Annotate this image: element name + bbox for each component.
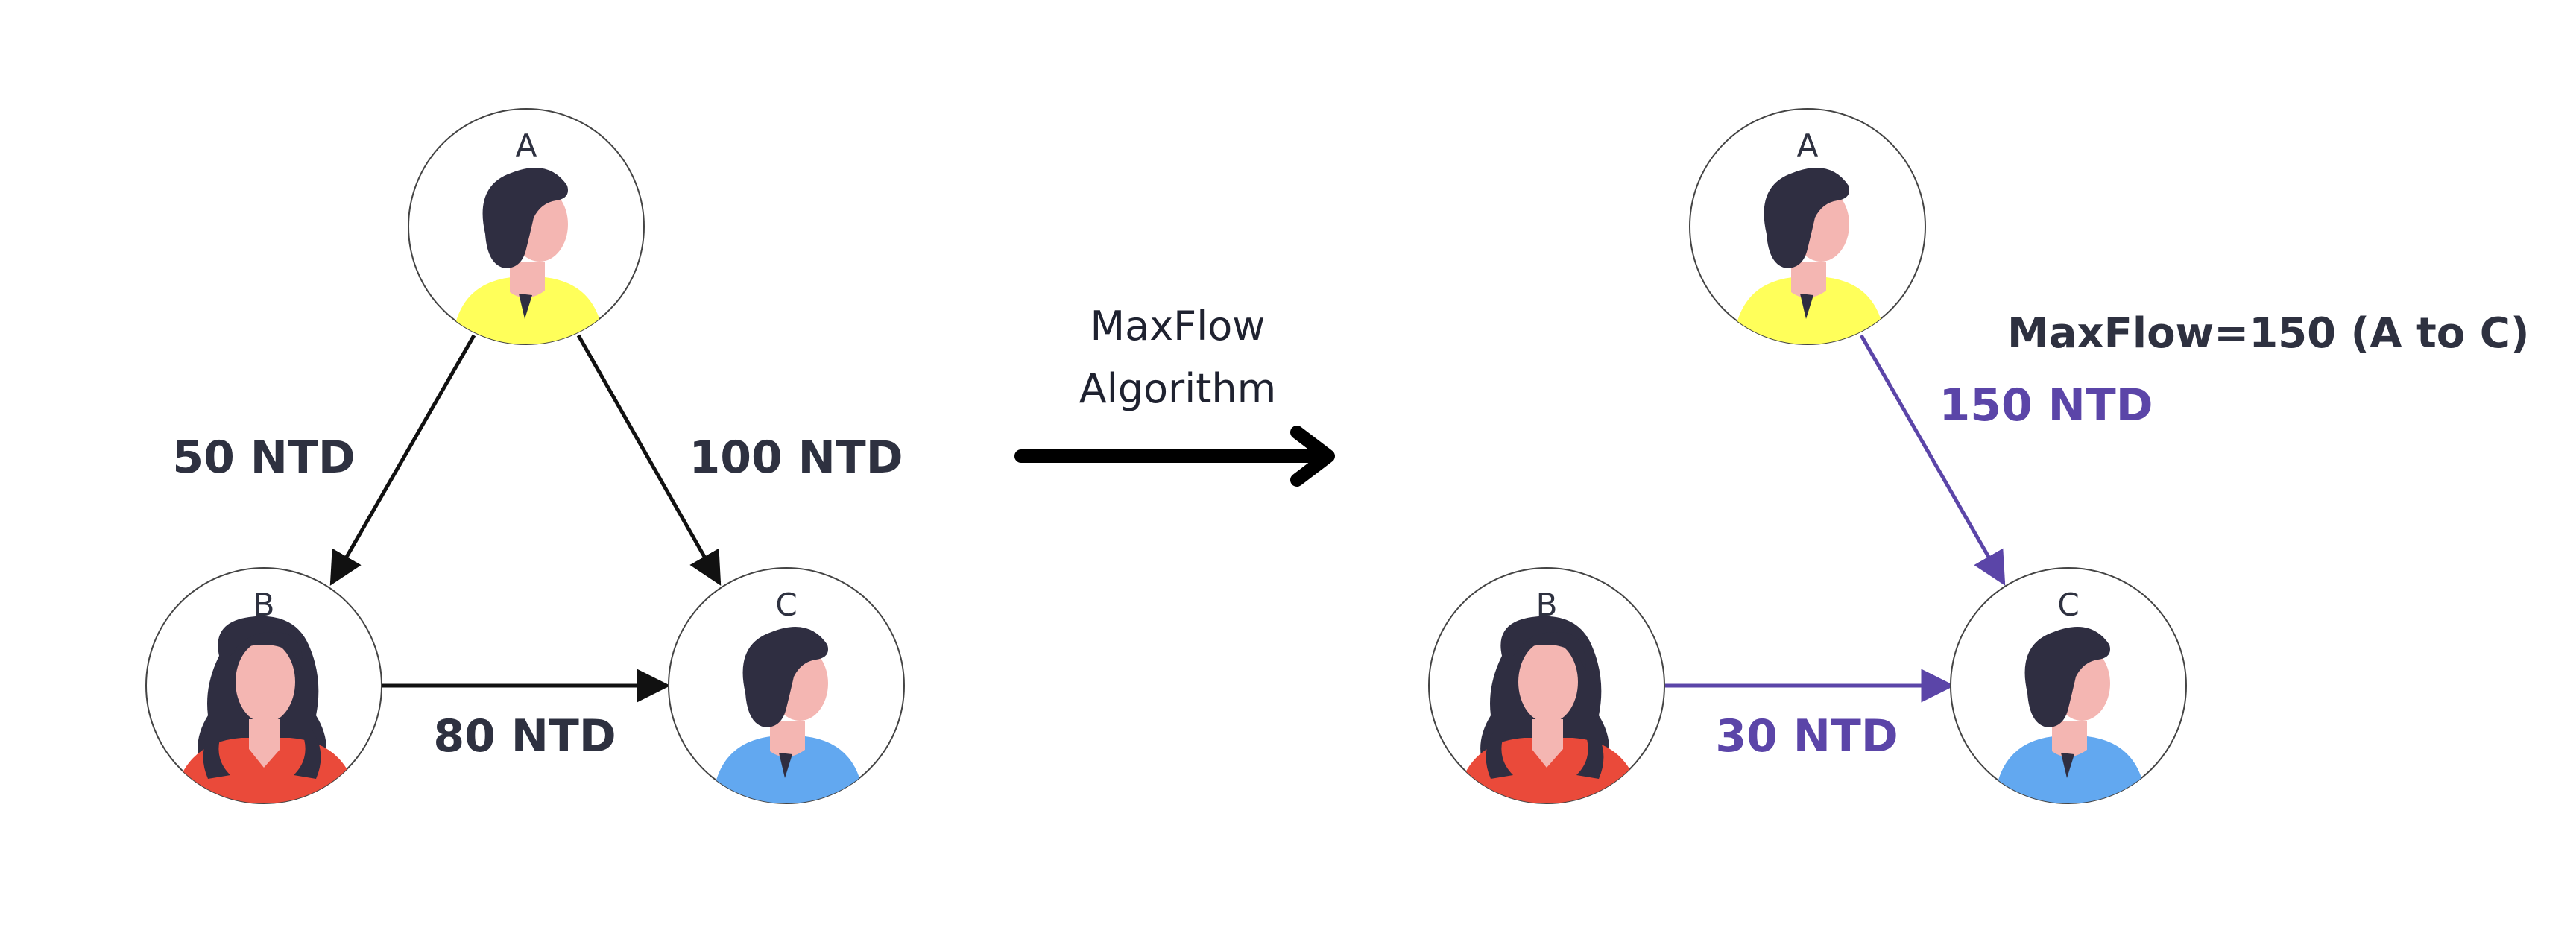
node-c-label: C — [775, 587, 797, 623]
result-node-b-label: B — [1536, 587, 1558, 623]
transition-line-1: MaxFlow — [1090, 303, 1266, 350]
transition-arrow-head — [1290, 426, 1335, 487]
edge-a-c-label: 100 NTD — [689, 432, 903, 484]
left-graph: A B C 50 NTD 100 NTD 80 NTD — [146, 109, 904, 812]
flow-edge-a-c-label: 150 NTD — [1939, 379, 2153, 432]
flow-edge-a-c — [1859, 334, 2006, 586]
edge-b-c-label: 80 NTD — [433, 710, 616, 762]
flow-edge-b-c-label: 30 NTD — [1715, 710, 1898, 762]
result-node-a-label: A — [1797, 127, 1819, 164]
transition: MaxFlow Algorithm — [1014, 303, 1335, 487]
right-graph: A B C MaxFlow=150 (A to C) 150 NTD 30 NT… — [1429, 109, 2529, 812]
edge-a-c — [576, 334, 722, 586]
node-b-label: B — [253, 587, 275, 623]
transition-line-2: Algorithm — [1079, 365, 1276, 412]
node-a-label: A — [516, 127, 537, 164]
edge-a-b-label: 50 NTD — [172, 432, 355, 484]
maxflow-result: MaxFlow=150 (A to C) — [2007, 309, 2529, 358]
result-node-c-label: C — [2057, 587, 2079, 623]
edge-a-b — [329, 334, 476, 586]
